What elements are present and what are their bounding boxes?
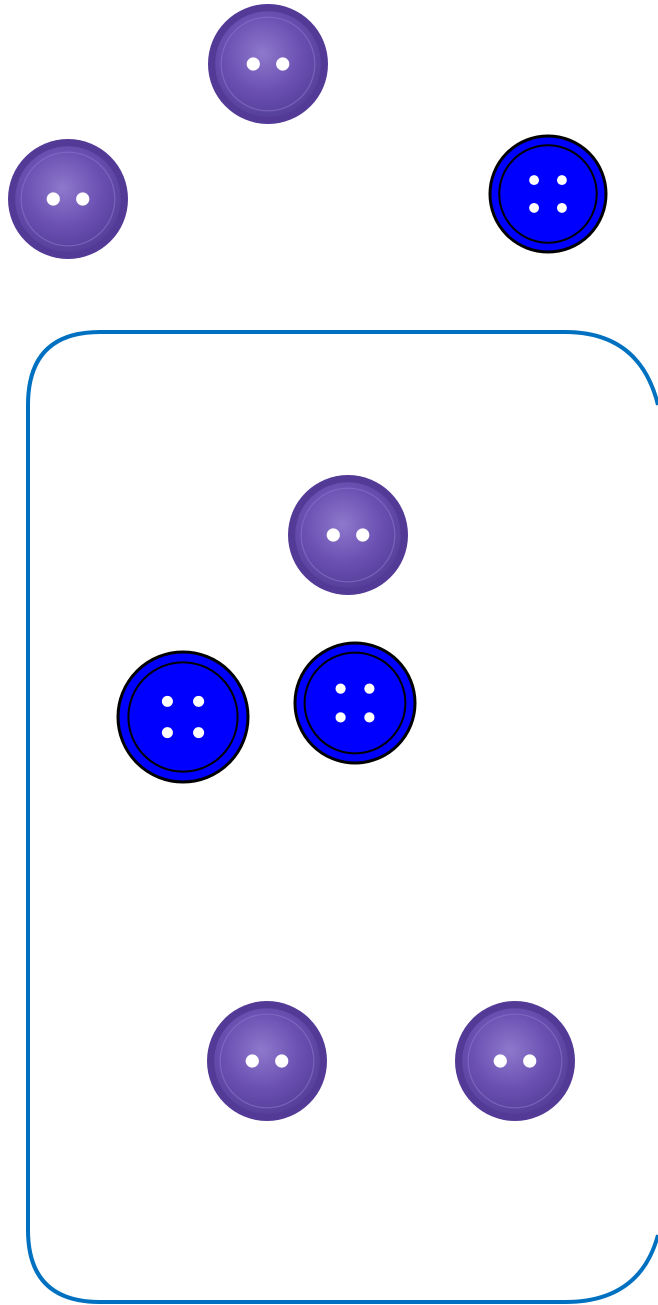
- button-face: [215, 11, 321, 117]
- button-face: [295, 482, 401, 588]
- button-face: [15, 146, 121, 252]
- purple-button-icon: [288, 475, 408, 595]
- purple-button-icon: [207, 1001, 327, 1121]
- blue-button-icon: [118, 652, 248, 782]
- button-hole: [276, 57, 289, 70]
- blue-button-icon: [295, 643, 415, 763]
- buttons-layer: [8, 4, 606, 1121]
- button-hole: [47, 192, 60, 205]
- button-hole: [247, 57, 260, 70]
- button-hole: [557, 175, 567, 185]
- purple-button-icon: [208, 4, 328, 124]
- framed-buttons: [118, 475, 575, 1121]
- button-face: [295, 643, 415, 763]
- button-face: [462, 1008, 568, 1114]
- button-hole: [494, 1054, 507, 1067]
- purple-button-icon: [455, 1001, 575, 1121]
- button-hole: [275, 1054, 288, 1067]
- blue-button-icon: [490, 136, 606, 252]
- button-hole: [193, 696, 204, 707]
- button-hole: [336, 712, 346, 722]
- button-hole: [76, 192, 89, 205]
- button-hole: [529, 175, 539, 185]
- button-face: [490, 136, 606, 252]
- button-hole: [356, 528, 369, 541]
- button-hole: [327, 528, 340, 541]
- button-face: [214, 1008, 320, 1114]
- button-hole: [364, 684, 374, 694]
- button-hole: [523, 1054, 536, 1067]
- button-hole: [557, 203, 567, 213]
- button-hole: [364, 712, 374, 722]
- button-hole: [529, 203, 539, 213]
- purple-button-icon: [8, 139, 128, 259]
- outside-buttons: [8, 4, 606, 259]
- button-face: [118, 652, 248, 782]
- button-hole: [162, 727, 173, 738]
- button-hole: [336, 684, 346, 694]
- button-hole: [246, 1054, 259, 1067]
- button-hole: [193, 727, 204, 738]
- button-hole: [162, 696, 173, 707]
